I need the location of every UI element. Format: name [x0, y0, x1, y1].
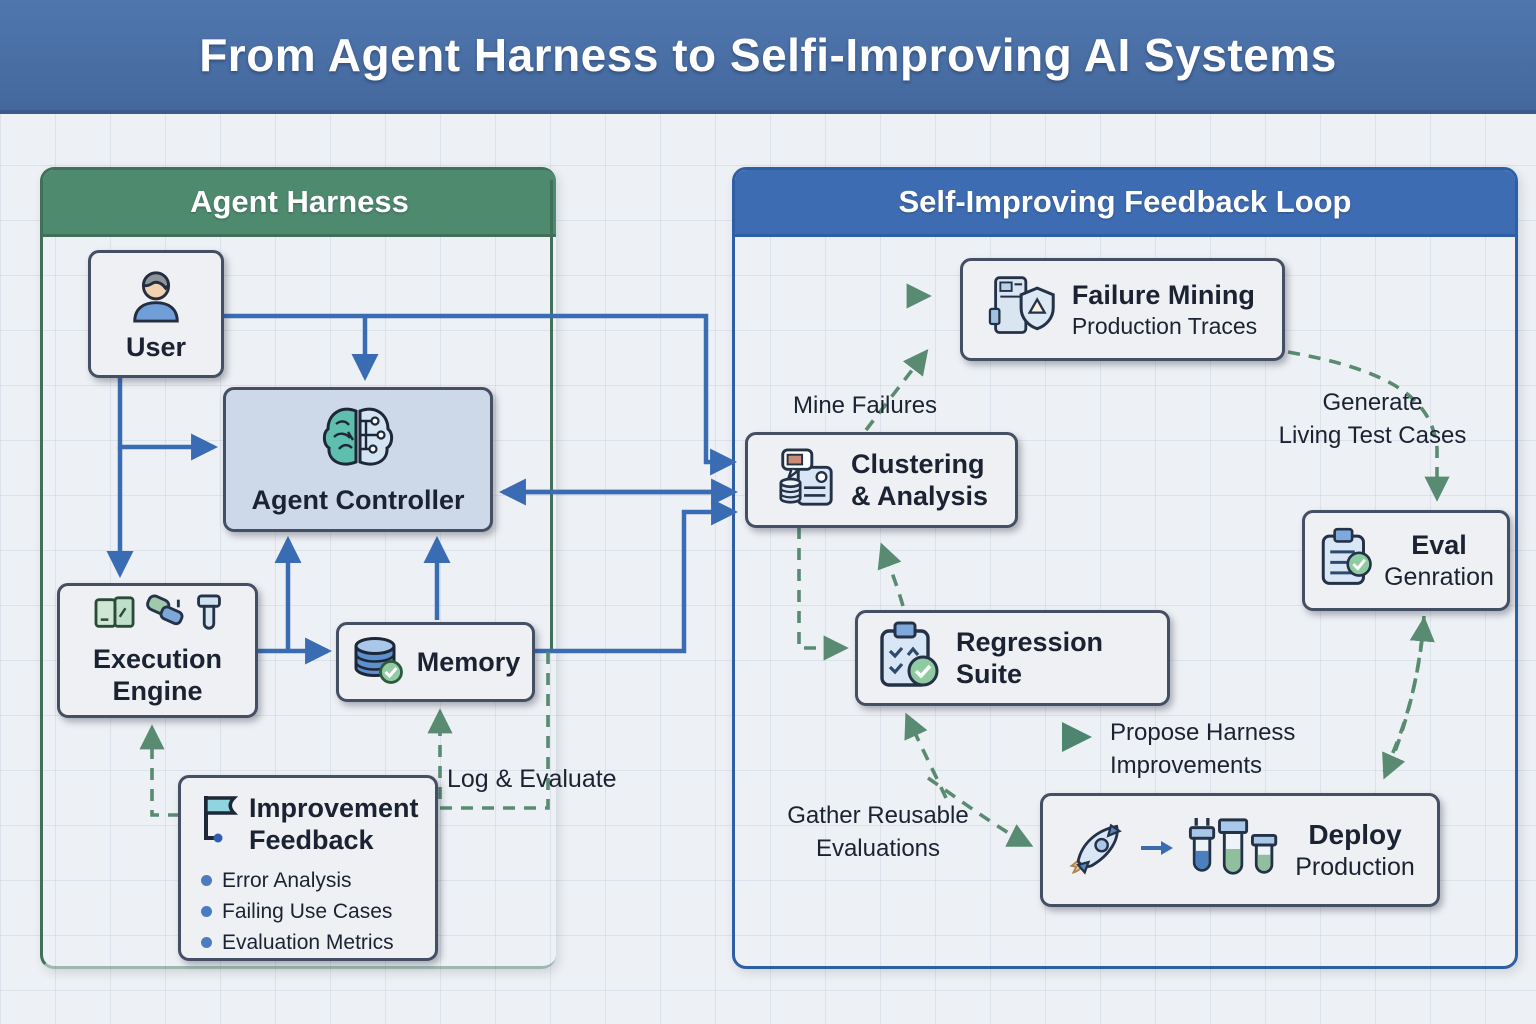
agent-controller-node: Agent Controller [223, 387, 493, 532]
memory-node: Memory [336, 622, 535, 702]
failure-mining-node: Failure Mining Production Traces [960, 258, 1285, 361]
execution-engine-label: Execution Engine [92, 643, 223, 706]
user-icon [127, 264, 185, 331]
agent-harness-title: Agent Harness [190, 184, 409, 219]
mine-failures-label: Mine Failures [793, 392, 938, 419]
clipboard-check-icon [876, 621, 940, 696]
eval-generation-title: Eval [1411, 529, 1467, 560]
database-check-icon [351, 635, 405, 690]
title-bar: From Agent Harness to Selfi-Improving AI… [0, 0, 1536, 114]
clustering-node: Clustering & Analysis [745, 432, 1018, 528]
agent-harness-right-border [550, 180, 553, 652]
improvement-feedback-title: Improvement Feedback [249, 793, 419, 856]
agent-harness-panel: Agent Harness [40, 167, 556, 969]
feedback-loop-panel: Self-Improving Feedback Loop [732, 167, 1518, 969]
improvement-feedback-node: Improvement Feedback Error Analysis Fail… [178, 775, 438, 961]
bullet-evaluation-metrics: Evaluation Metrics [201, 927, 419, 958]
execution-engine-icons [94, 594, 222, 637]
agent-controller-label: Agent Controller [251, 484, 465, 515]
arrow-memory-to-clustering [535, 498, 739, 654]
memory-label: Memory [416, 646, 521, 677]
clipboard-check-icon [1318, 526, 1374, 595]
feedback-loop-title: Self-Improving Feedback Loop [898, 184, 1352, 219]
improvement-feedback-bullets: Error Analysis Failing Use Cases Evaluat… [201, 865, 419, 958]
eval-generation-node: Eval Genration [1302, 510, 1510, 611]
clustering-label: Clustering & Analysis [850, 448, 989, 511]
failure-mining-subtitle: Production Traces [1071, 313, 1258, 340]
execution-engine-node: Execution Engine [57, 583, 258, 718]
feedback-loop-header: Self-Improving Feedback Loop [735, 170, 1515, 237]
test-tube-icon [196, 594, 222, 637]
terminal-icon [94, 594, 136, 637]
chat-data-doc-icon [775, 446, 837, 515]
brain-icon [320, 403, 396, 476]
deploy-node: Deploy Production [1040, 793, 1440, 907]
flag-icon [197, 792, 239, 859]
failure-mining-title: Failure Mining [1071, 279, 1255, 310]
regression-suite-node: Regression Suite [855, 610, 1170, 706]
regression-suite-label: Regression Suite [956, 626, 1104, 689]
deploy-subtitle: Production [1295, 853, 1415, 882]
propose-improvements-label: Propose Harness Improvements [1110, 719, 1296, 779]
bullet-error-analysis: Error Analysis [201, 865, 419, 896]
generate-test-cases-label: Generate Living Test Cases [1278, 389, 1467, 449]
agent-harness-header: Agent Harness [43, 170, 556, 237]
eval-generation-subtitle: Genration [1384, 563, 1494, 592]
user-label: User [125, 332, 187, 363]
log-evaluate-label: Log & Evaluate [447, 765, 617, 793]
rocket-icon [1065, 819, 1127, 882]
page-title: From Agent Harness to Selfi-Improving AI… [199, 29, 1337, 81]
traces-shield-icon [988, 273, 1058, 346]
arrow-right-icon [1139, 838, 1175, 863]
test-tubes-icon [1187, 816, 1283, 885]
deploy-title: Deploy [1308, 818, 1402, 850]
propose-arrow-icon [1062, 722, 1092, 752]
bullet-failing-use-cases: Failing Use Cases [201, 896, 419, 927]
gather-evaluations-label: Gather Reusable Evaluations [787, 802, 969, 862]
user-node: User [88, 250, 224, 378]
wrench-icon [144, 594, 188, 637]
